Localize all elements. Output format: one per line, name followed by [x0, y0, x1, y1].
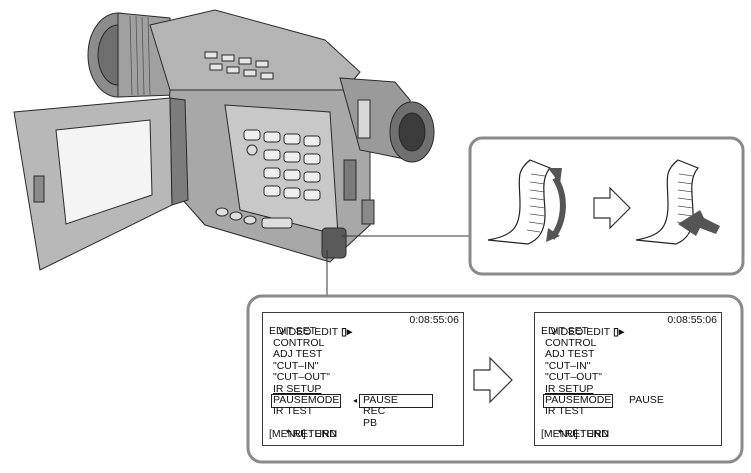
menu-item-adj-test[interactable]: ADJ TEST [273, 348, 323, 360]
tape-play-icon: ▯▸ [338, 325, 353, 338]
menu-item-cut-in[interactable]: "CUT–IN" [273, 359, 319, 372]
menu-end-hint: [MENU] : END [541, 428, 609, 440]
step-arrow-icon [473, 356, 513, 404]
menu-item-ir-test[interactable]: IR TEST [273, 405, 314, 417]
selected-value: PAUSE [629, 394, 664, 406]
menu-item-cut-in[interactable]: "CUT–IN" [545, 359, 591, 372]
menu-screen-left: VIDEO EDIT ▯▸ 0:08:55:06 EDIT SET CONTRO… [262, 312, 464, 446]
menu-item-cut-out[interactable]: "CUT–OUT" [545, 371, 603, 383]
menu-end-hint: [MENU] : END [269, 428, 337, 440]
menu-item-pausemode[interactable]: PAUSEMODE [543, 394, 614, 408]
menu-item-ir-setup[interactable]: IR SETUP [273, 382, 322, 395]
camcorder-illustration [13, 9, 435, 271]
menu-title: VIDEO EDIT [550, 325, 611, 338]
timecode: 0:08:55:06 [667, 314, 717, 326]
menu-item-edit-set[interactable]: EDIT SET [269, 325, 317, 337]
connector-lines [326, 235, 470, 296]
option-pause[interactable]: PAUSE [359, 394, 433, 408]
menu-title: VIDEO EDIT [278, 325, 339, 338]
menu-item-cut-out[interactable]: "CUT–OUT" [273, 371, 331, 383]
return-arrow-icon: ↰ [556, 428, 566, 441]
dial-press-icon [635, 159, 720, 245]
tape-play-icon: ▯▸ [610, 325, 625, 338]
menu-item-return[interactable]: RETURN [565, 428, 610, 441]
menu-item-edit-set[interactable]: EDIT SET [541, 325, 589, 337]
selector-arrow-icon: ◂ [353, 396, 358, 405]
menu-item-ir-test[interactable]: IR TEST [545, 405, 586, 417]
return-arrow-icon: ↰ [284, 428, 294, 441]
menu-item-pausemode[interactable]: PAUSEMODE [271, 394, 342, 408]
timecode: 0:08:55:06 [409, 314, 459, 326]
menu-screen-right: VIDEO EDIT ▯▸ 0:08:55:06 EDIT SET CONTRO… [534, 312, 722, 446]
option-pb[interactable]: PB [363, 416, 378, 429]
menu-item-ir-setup[interactable]: IR SETUP [545, 382, 594, 395]
option-rec[interactable]: REC [363, 405, 386, 417]
dial-rotate-icon [487, 159, 566, 245]
menu-item-adj-test[interactable]: ADJ TEST [545, 348, 595, 360]
menu-item-return[interactable]: RETURN [293, 428, 338, 441]
step-arrow-icon [593, 186, 631, 230]
menu-item-control[interactable]: CONTROL [545, 336, 597, 349]
menu-item-control[interactable]: CONTROL [273, 336, 325, 349]
